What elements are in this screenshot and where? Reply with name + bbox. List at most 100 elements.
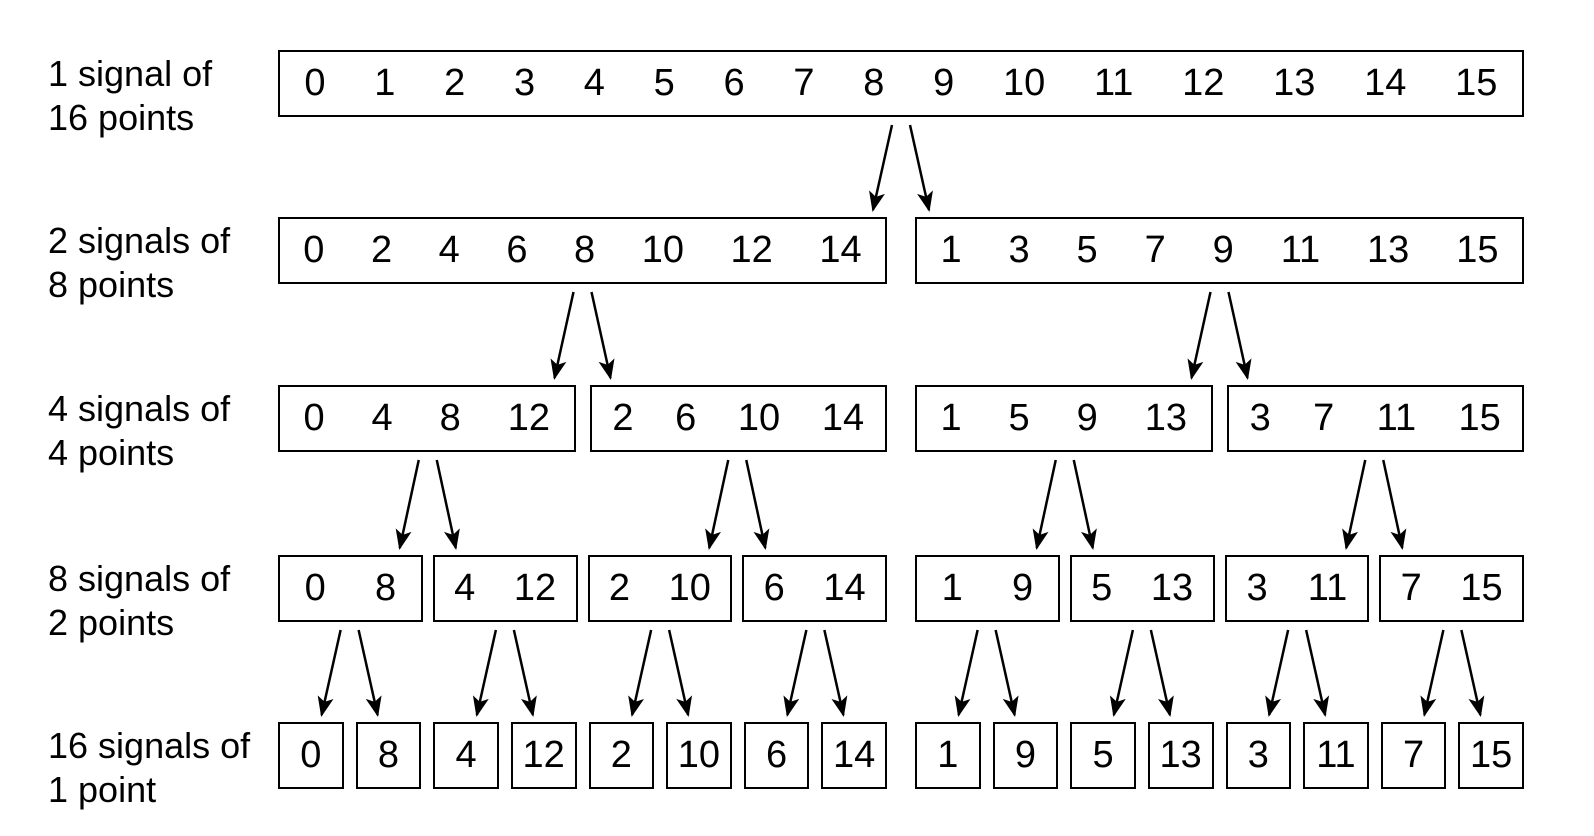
signal-value: 2 [610,734,632,776]
split-arrow [1149,629,1174,717]
signal-value: 10 [668,567,711,609]
signal-value: 13 [1159,734,1202,776]
signal-value: 8 [863,62,885,104]
split-arrow [1072,459,1097,550]
split-arrow [823,629,848,717]
split-arrow [1382,459,1407,550]
signal-value: 5 [1076,229,1098,271]
signal-value: 9 [1014,734,1036,776]
signal-value: 5 [1008,397,1030,439]
signal-box: 14 [821,722,887,789]
signal-value: 4 [454,567,476,609]
signal-value: 2 [612,397,634,439]
signal-value: 9 [933,62,955,104]
split-arrow [667,629,693,717]
signal-box: 1 [915,722,981,789]
signal-value: 10 [1002,62,1046,104]
split-arrow [1342,459,1367,550]
signal-box: 4 [433,722,499,789]
signal-value: 0 [303,397,325,439]
row-label: 4 signals of 4 points [48,387,230,475]
signal-value: 10 [641,229,684,271]
row-label-line1: 2 signals of [48,220,231,261]
signal-value: 14 [833,734,876,776]
signal-box: 0 [278,722,344,789]
signal-value: 9 [1212,229,1234,271]
signal-value: 5 [1092,734,1114,776]
signal-box: 12 [510,722,577,789]
row-label-line2: 8 points [48,264,175,305]
signal-value: 3 [1008,229,1030,271]
signal-value: 5 [1091,567,1113,609]
signal-value: 11 [1376,397,1417,439]
signal-value: 8 [374,567,397,609]
signal-value: 1 [937,734,959,776]
signal-value: 8 [574,229,596,271]
split-arrow [628,629,653,717]
row-label-line2: 1 point [48,769,157,810]
split-arrow [590,291,615,380]
split-arrow [1227,291,1252,380]
signal-value: 15 [1458,397,1501,439]
split-arrow [317,629,342,717]
row-label-line1: 1 signal of [48,53,213,94]
signal-box: 2 10 [587,555,733,622]
signal-value: 6 [506,229,528,271]
signal-box: 2 [588,722,655,789]
split-arrow [908,124,933,212]
signal-value: 1 [940,229,962,271]
signal-value: 11 [1280,229,1321,271]
signal-value: 3 [1249,397,1271,439]
signal-value: 9 [1076,397,1098,439]
signal-value: 14 [819,229,862,271]
split-arrow [1187,291,1212,380]
split-arrow [745,459,770,550]
row-label: 2 signals of 8 points [48,219,230,307]
signal-value: 6 [675,397,697,439]
signal-value: 14 [823,567,866,609]
split-arrow [1265,629,1290,717]
split-arrow [1109,629,1135,717]
signal-value: 15 [1456,229,1499,271]
split-arrow [705,459,730,550]
signal-box: 6 [743,722,810,789]
signal-value: 15 [1460,567,1503,609]
signal-value: 1 [941,567,963,609]
signal-value: 7 [1313,397,1335,439]
signal-value: 14 [821,397,865,439]
split-arrow [994,629,1019,717]
signal-value: 15 [1470,734,1513,776]
signal-value: 4 [438,229,460,271]
signal-value: 12 [1182,62,1225,104]
split-arrow [1420,629,1445,717]
row-label: 8 signals of 2 points [48,557,230,645]
signal-box: 9 [992,722,1059,789]
signal-value: 0 [304,62,326,104]
signal-value: 14 [1364,62,1407,104]
signal-value: 8 [439,397,461,439]
split-arrow [1460,629,1485,717]
signal-value: 3 [513,62,536,104]
row-label-line1: 4 signals of [48,388,231,429]
row-label-line2: 16 points [48,97,195,138]
signal-value: 2 [608,567,630,609]
signal-value: 4 [583,62,605,104]
signal-value: 12 [522,734,565,776]
signal-value: 12 [730,229,773,271]
signal-value: 9 [1011,567,1034,609]
signal-value: 4 [371,397,393,439]
signal-value: 11 [1093,62,1134,104]
